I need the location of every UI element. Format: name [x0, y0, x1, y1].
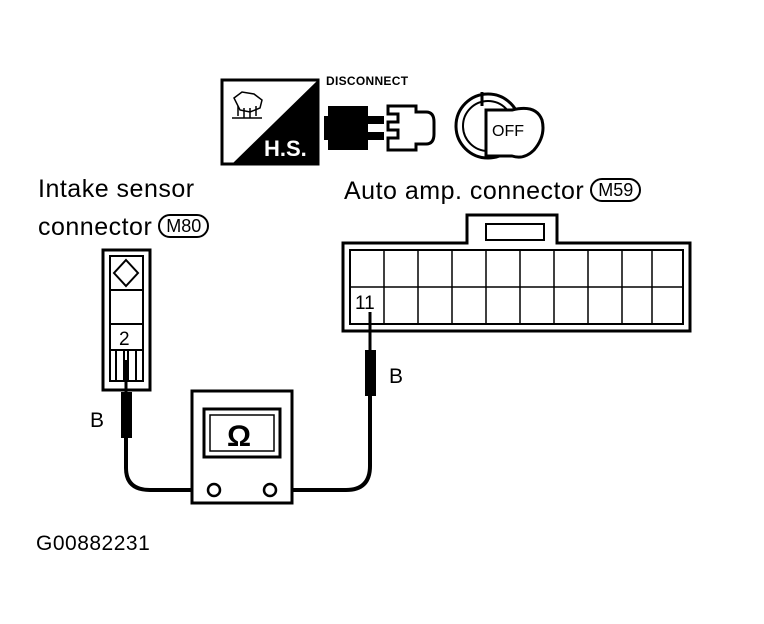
left-wire-color: B [90, 409, 105, 432]
left-probe [121, 360, 212, 492]
ohmmeter [190, 389, 294, 505]
connector-code-m80: M80 [158, 214, 210, 238]
connector-code-m59: M59 [590, 178, 642, 202]
right-wire-color: B [389, 365, 404, 388]
intake-sensor-connector [101, 248, 152, 392]
right-probe [274, 312, 376, 492]
intake-pin-number: 2 [119, 329, 130, 350]
intake-sensor-connector-word: connector [38, 213, 153, 241]
disconnect-label: DISCONNECT [326, 74, 409, 88]
auto-amp-connector-word: Auto amp. connector [344, 177, 585, 205]
ignition-key-off-icon: OFF [454, 92, 545, 160]
hand-with-hs-icon: H.S. [220, 78, 320, 166]
ohm-symbol: Ω [227, 420, 251, 453]
hs-text: H.S. [264, 136, 307, 161]
figure-id: G00882231 [36, 532, 151, 555]
off-text: OFF [492, 123, 524, 140]
auto-amp-connector [341, 213, 692, 333]
intake-sensor-label-line1: Intake sensor [38, 175, 195, 203]
disconnect-icon [324, 104, 436, 152]
auto-amp-pin-number: 11 [355, 293, 375, 314]
